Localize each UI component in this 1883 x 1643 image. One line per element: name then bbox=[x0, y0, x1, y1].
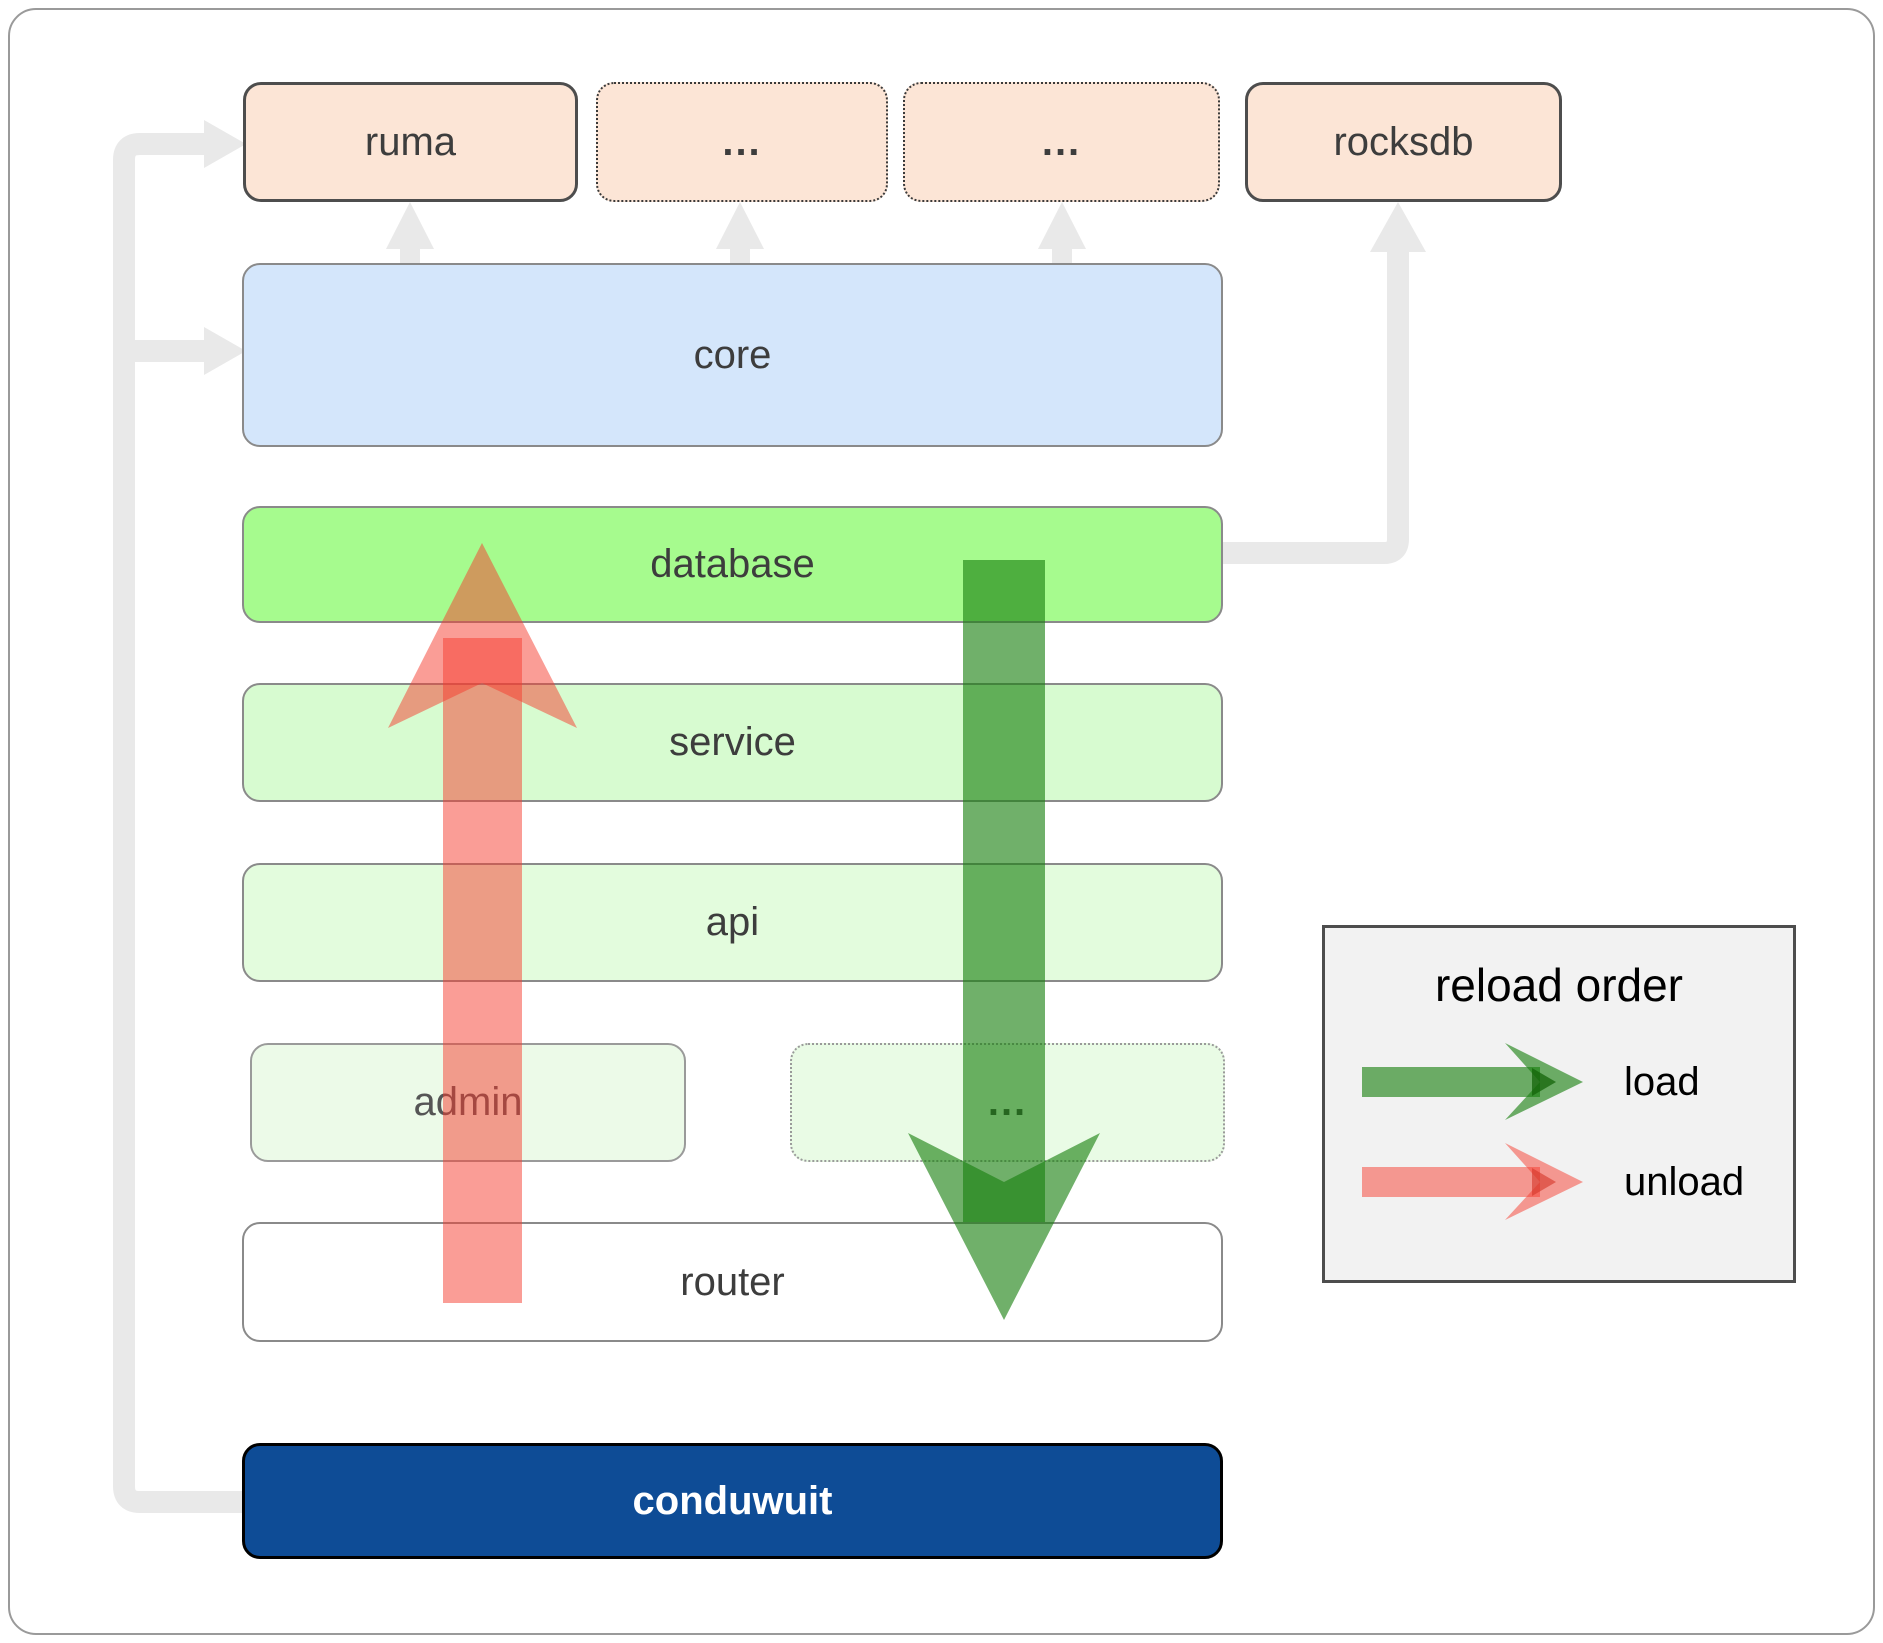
load-arrow bbox=[908, 560, 1100, 1320]
node-api-label: api bbox=[705, 900, 760, 944]
legend-label-load: load bbox=[1624, 1060, 1700, 1104]
node-core-label: core bbox=[693, 332, 772, 377]
legend-label-unload: unload bbox=[1624, 1160, 1745, 1204]
node-router: router bbox=[242, 1222, 1223, 1342]
conduwuit-trunk-connector bbox=[113, 133, 244, 1513]
node-ellipsis-top-1: ... bbox=[596, 82, 888, 202]
arrowhead-to-ruma-icon bbox=[204, 120, 246, 168]
node-service-label: service bbox=[669, 720, 796, 764]
legend-box: reload order bbox=[1322, 925, 1796, 1283]
legend-unload-arrow-icon bbox=[1362, 1143, 1583, 1220]
node-conduwuit-label: conduwuit bbox=[632, 1478, 833, 1523]
core-to-ellipsis1-arrow bbox=[716, 202, 764, 263]
node-ellipsis-top-2: ... bbox=[903, 82, 1220, 202]
legend-load-arrow-icon bbox=[1362, 1043, 1583, 1120]
arrowhead-to-core-icon bbox=[204, 327, 246, 375]
node-ruma-label: ruma bbox=[364, 119, 457, 164]
unload-arrow bbox=[388, 543, 577, 1303]
node-database: database bbox=[242, 506, 1223, 623]
node-rocksdb-label: rocksdb bbox=[1333, 119, 1474, 164]
database-to-rocksdb-arrow bbox=[1222, 202, 1426, 564]
core-to-ellipsis2-arrow bbox=[1038, 202, 1086, 263]
node-conduwuit: conduwuit bbox=[242, 1443, 1223, 1559]
node-ellipsis-top-1-label: ... bbox=[722, 119, 762, 164]
diagram-outer-frame bbox=[8, 8, 1875, 1635]
node-ellipsis-top-2-label: ... bbox=[1041, 119, 1082, 164]
node-router-label: router bbox=[680, 1259, 785, 1304]
core-to-ruma-arrow bbox=[386, 202, 434, 263]
node-ruma: ruma bbox=[243, 82, 578, 202]
node-database-label: database bbox=[650, 542, 815, 586]
node-rocksdb: rocksdb bbox=[1245, 82, 1562, 202]
node-core: core bbox=[242, 263, 1223, 447]
node-api: api bbox=[242, 863, 1223, 982]
legend-title: reload order bbox=[1434, 959, 1684, 1011]
